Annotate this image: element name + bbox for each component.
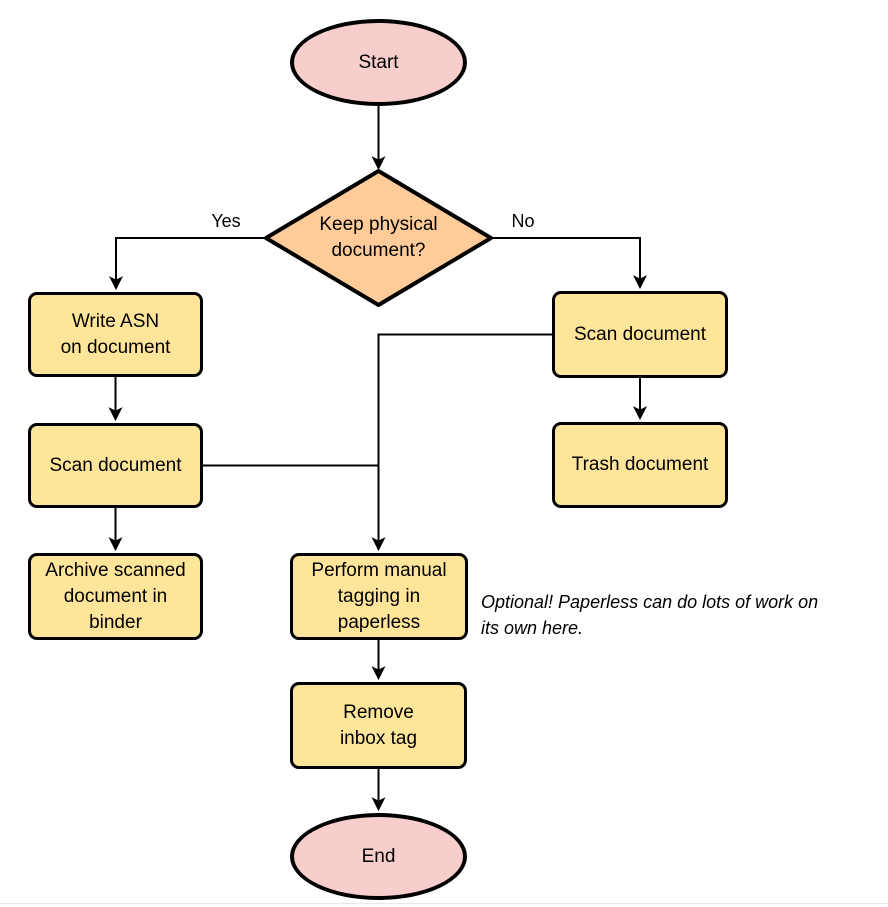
edge-scan-right-to-perform — [371, 333, 552, 552]
edge-decision-to-write-asn — [109, 237, 265, 291]
scan-document-left-node-label: Scan document — [49, 454, 182, 476]
no-edge-label: No — [493, 211, 553, 231]
start-node-label: Start — [358, 51, 399, 73]
archive-node-label: Archive scanned document in binder — [45, 559, 186, 633]
yes-edge-label: Yes — [196, 211, 256, 231]
scan-document-right-node-label: Scan document — [573, 323, 707, 345]
start-node: Start — [290, 19, 467, 106]
end-node: End — [290, 813, 467, 900]
end-node-label: End — [361, 845, 396, 867]
write-asn-node-label: Write ASN on document — [60, 310, 171, 358]
write-asn-node: Write ASN on document — [28, 292, 203, 377]
perform-tagging-node-label: Perform manual tagging in paperless — [311, 559, 447, 633]
remove-inbox-tag-node: Remove inbox tag — [290, 682, 467, 769]
optional-note: Optional! Paperless can do lots of work … — [481, 592, 819, 638]
perform-tagging-node: Perform manual tagging in paperless — [290, 553, 468, 640]
decision-node-label: Keep physical document? — [319, 214, 438, 261]
remove-inbox-tag-node-label: Remove inbox tag — [339, 701, 418, 749]
archive-node: Archive scanned document in binder — [28, 553, 203, 640]
decision-node-shape — [264, 169, 493, 307]
edge-decision-to-scan-right — [491, 237, 647, 290]
bottom-divider — [0, 903, 888, 904]
scan-document-right-node: Scan document — [552, 291, 728, 378]
decision-node: Keep physical document? — [278, 212, 479, 264]
scan-document-left-node: Scan document — [28, 423, 203, 508]
trash-document-node: Trash document — [552, 422, 728, 508]
trash-document-node-label: Trash document — [571, 454, 709, 475]
